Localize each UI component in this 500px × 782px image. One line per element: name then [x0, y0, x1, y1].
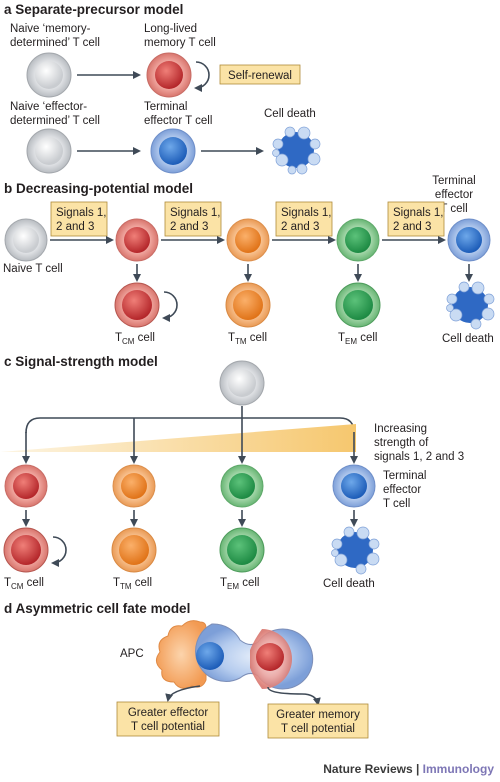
self-renewal-box — [219, 64, 301, 85]
naive-memory-label: Naive ‘memory-determined’ T cell — [10, 23, 100, 49]
em-cell-c — [220, 464, 264, 508]
tcm-cell-c — [3, 527, 49, 573]
svg-text:Signals 1,2 and 3: Signals 1,2 and 3 — [56, 207, 107, 233]
signals-box-3: Signals 1,2 and 3 — [275, 201, 333, 237]
ttm-label-b: TTM cell — [228, 332, 267, 346]
tcm-label-b: TCM cell — [115, 332, 155, 346]
tcm-cell-b — [114, 282, 160, 328]
arrow — [267, 686, 321, 706]
journal-footer: Nature Reviews | Immunology — [323, 762, 494, 776]
svg-text:Signals 1,2 and 3: Signals 1,2 and 3 — [170, 207, 221, 233]
arrow — [165, 685, 201, 702]
cell-death-b-label: Cell death — [442, 333, 494, 345]
svg-text:Signals 1,2 and 3: Signals 1,2 and 3 — [281, 207, 332, 233]
dying-cell-b — [446, 281, 495, 330]
tm-cell-c — [112, 464, 156, 508]
tem-label-c: TEM cell — [220, 577, 259, 591]
cell-death-c-label: Cell death — [323, 578, 375, 590]
signals-box-1: Signals 1,2 and 3 — [50, 201, 108, 237]
effector-cell-c — [332, 464, 376, 508]
signals-box-2: Signals 1,2 and 3 — [164, 201, 222, 237]
apc-label: APC — [120, 648, 144, 660]
naive-memory-cell — [26, 52, 72, 98]
section-b-title: b Decreasing-potential model — [4, 181, 193, 196]
ttm-cell-b — [225, 282, 271, 328]
cm-cell-c — [4, 464, 48, 508]
svg-text:Signals 1,2 and 3: Signals 1,2 and 3 — [393, 207, 444, 233]
ttm-cell-c — [111, 527, 157, 573]
tem-label-b: TEM cell — [338, 332, 377, 346]
tem-cell-b — [335, 282, 381, 328]
naive-b-label: Naive T cell — [3, 263, 63, 275]
memory-cell — [146, 52, 192, 98]
em-cell-b — [336, 218, 380, 262]
dying-cell — [272, 126, 321, 175]
tcm-label-c: TCM cell — [4, 577, 44, 591]
apc-cell — [156, 620, 207, 689]
self-renewal-label: Self-renewal — [228, 70, 292, 82]
effector-nucleus — [196, 642, 224, 670]
tem-cell-c — [219, 527, 265, 573]
naive-cell-b — [4, 218, 48, 262]
cell-death-label: Cell death — [264, 108, 316, 120]
signal-strength-wedge — [0, 424, 356, 452]
cm-cell-b — [115, 218, 159, 262]
memory-nucleus — [256, 643, 284, 671]
naive-effector-label: Naive ‘effector-determined’ T cell — [10, 101, 100, 127]
section-d-title: d Asymmetric cell fate model — [4, 601, 190, 616]
naive-effector-cell — [26, 128, 72, 174]
dying-cell-c — [331, 526, 380, 575]
ttm-label-c: TTM cell — [113, 577, 152, 591]
effector-cell — [150, 128, 196, 174]
effector-cell-b — [447, 218, 491, 262]
section-c-title: c Signal-strength model — [4, 354, 158, 369]
self-renewal-arrow — [194, 61, 210, 92]
section-a-title: a Separate-precursor model — [4, 2, 183, 17]
tm-cell-b — [226, 218, 270, 262]
self-renewal-arrow — [51, 536, 67, 567]
signals-box-4: Signals 1,2 and 3 — [387, 201, 445, 237]
self-renewal-arrow — [162, 291, 178, 322]
naive-cell-c — [219, 360, 265, 406]
